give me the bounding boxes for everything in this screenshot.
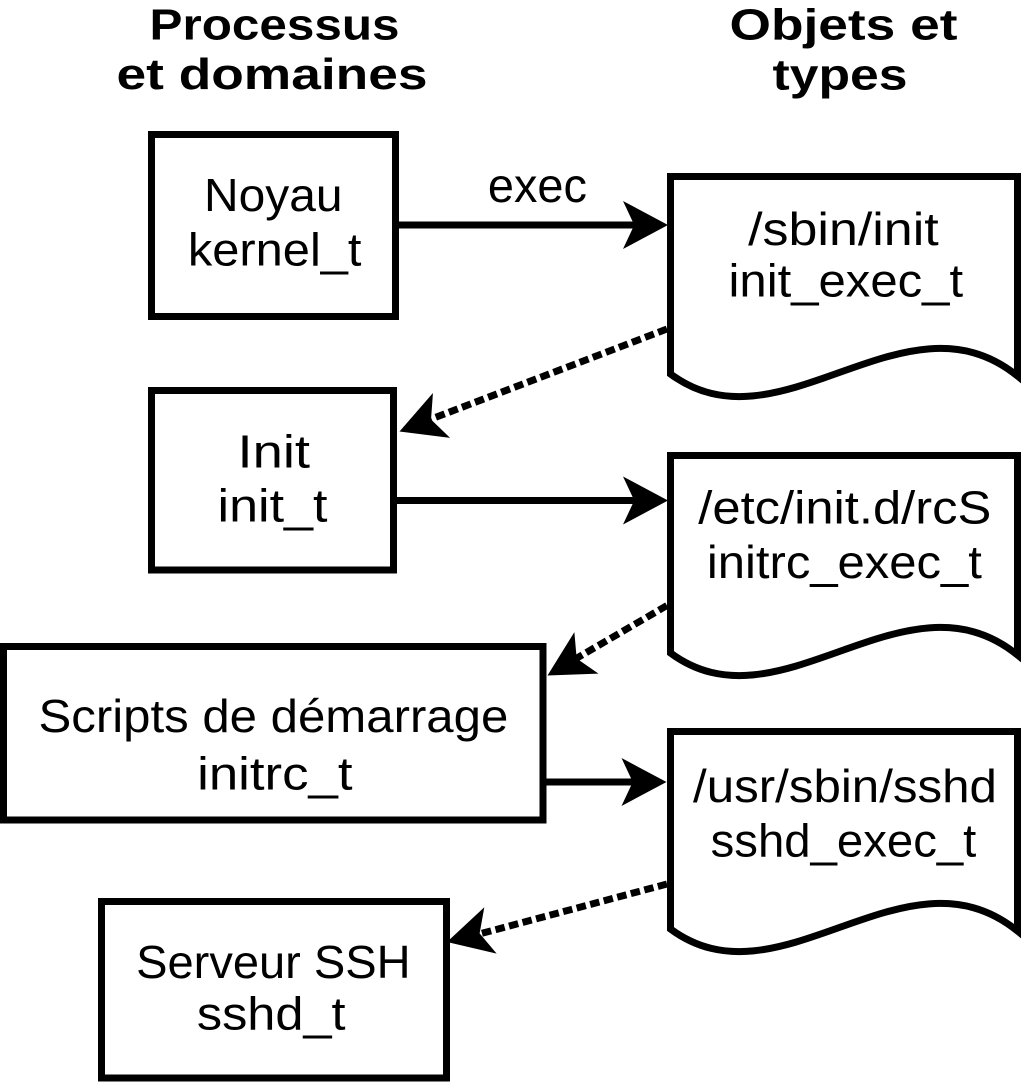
svg-text:kernel_t: kernel_t — [188, 223, 362, 275]
svg-text:initrc_t: initrc_t — [197, 748, 352, 800]
svg-text:/etc/init.d/rcS: /etc/init.d/rcS — [698, 482, 991, 534]
svg-text:sshd_exec_t: sshd_exec_t — [711, 814, 977, 866]
svg-text:initrc_exec_t: initrc_exec_t — [707, 536, 982, 588]
svg-text:/sbin/init: /sbin/init — [748, 203, 939, 255]
svg-text:sshd_t: sshd_t — [197, 988, 346, 1040]
svg-text:exec: exec — [488, 159, 587, 213]
svg-text:/usr/sbin/sshd: /usr/sbin/sshd — [693, 760, 997, 812]
svg-text:Serveur SSH: Serveur SSH — [136, 936, 411, 988]
svg-text:Init: Init — [238, 425, 311, 477]
svg-text:init_t: init_t — [218, 480, 328, 532]
svg-text:Scripts de démarrage: Scripts de démarrage — [39, 690, 509, 742]
svg-text:et domaines: et domaines — [117, 50, 428, 99]
svg-text:Objets et: Objets et — [730, 1, 958, 50]
svg-text:init_exec_t: init_exec_t — [729, 254, 964, 306]
svg-text:Processus: Processus — [150, 1, 400, 50]
svg-text:Noyau: Noyau — [204, 169, 343, 221]
svg-text:types: types — [773, 50, 908, 99]
